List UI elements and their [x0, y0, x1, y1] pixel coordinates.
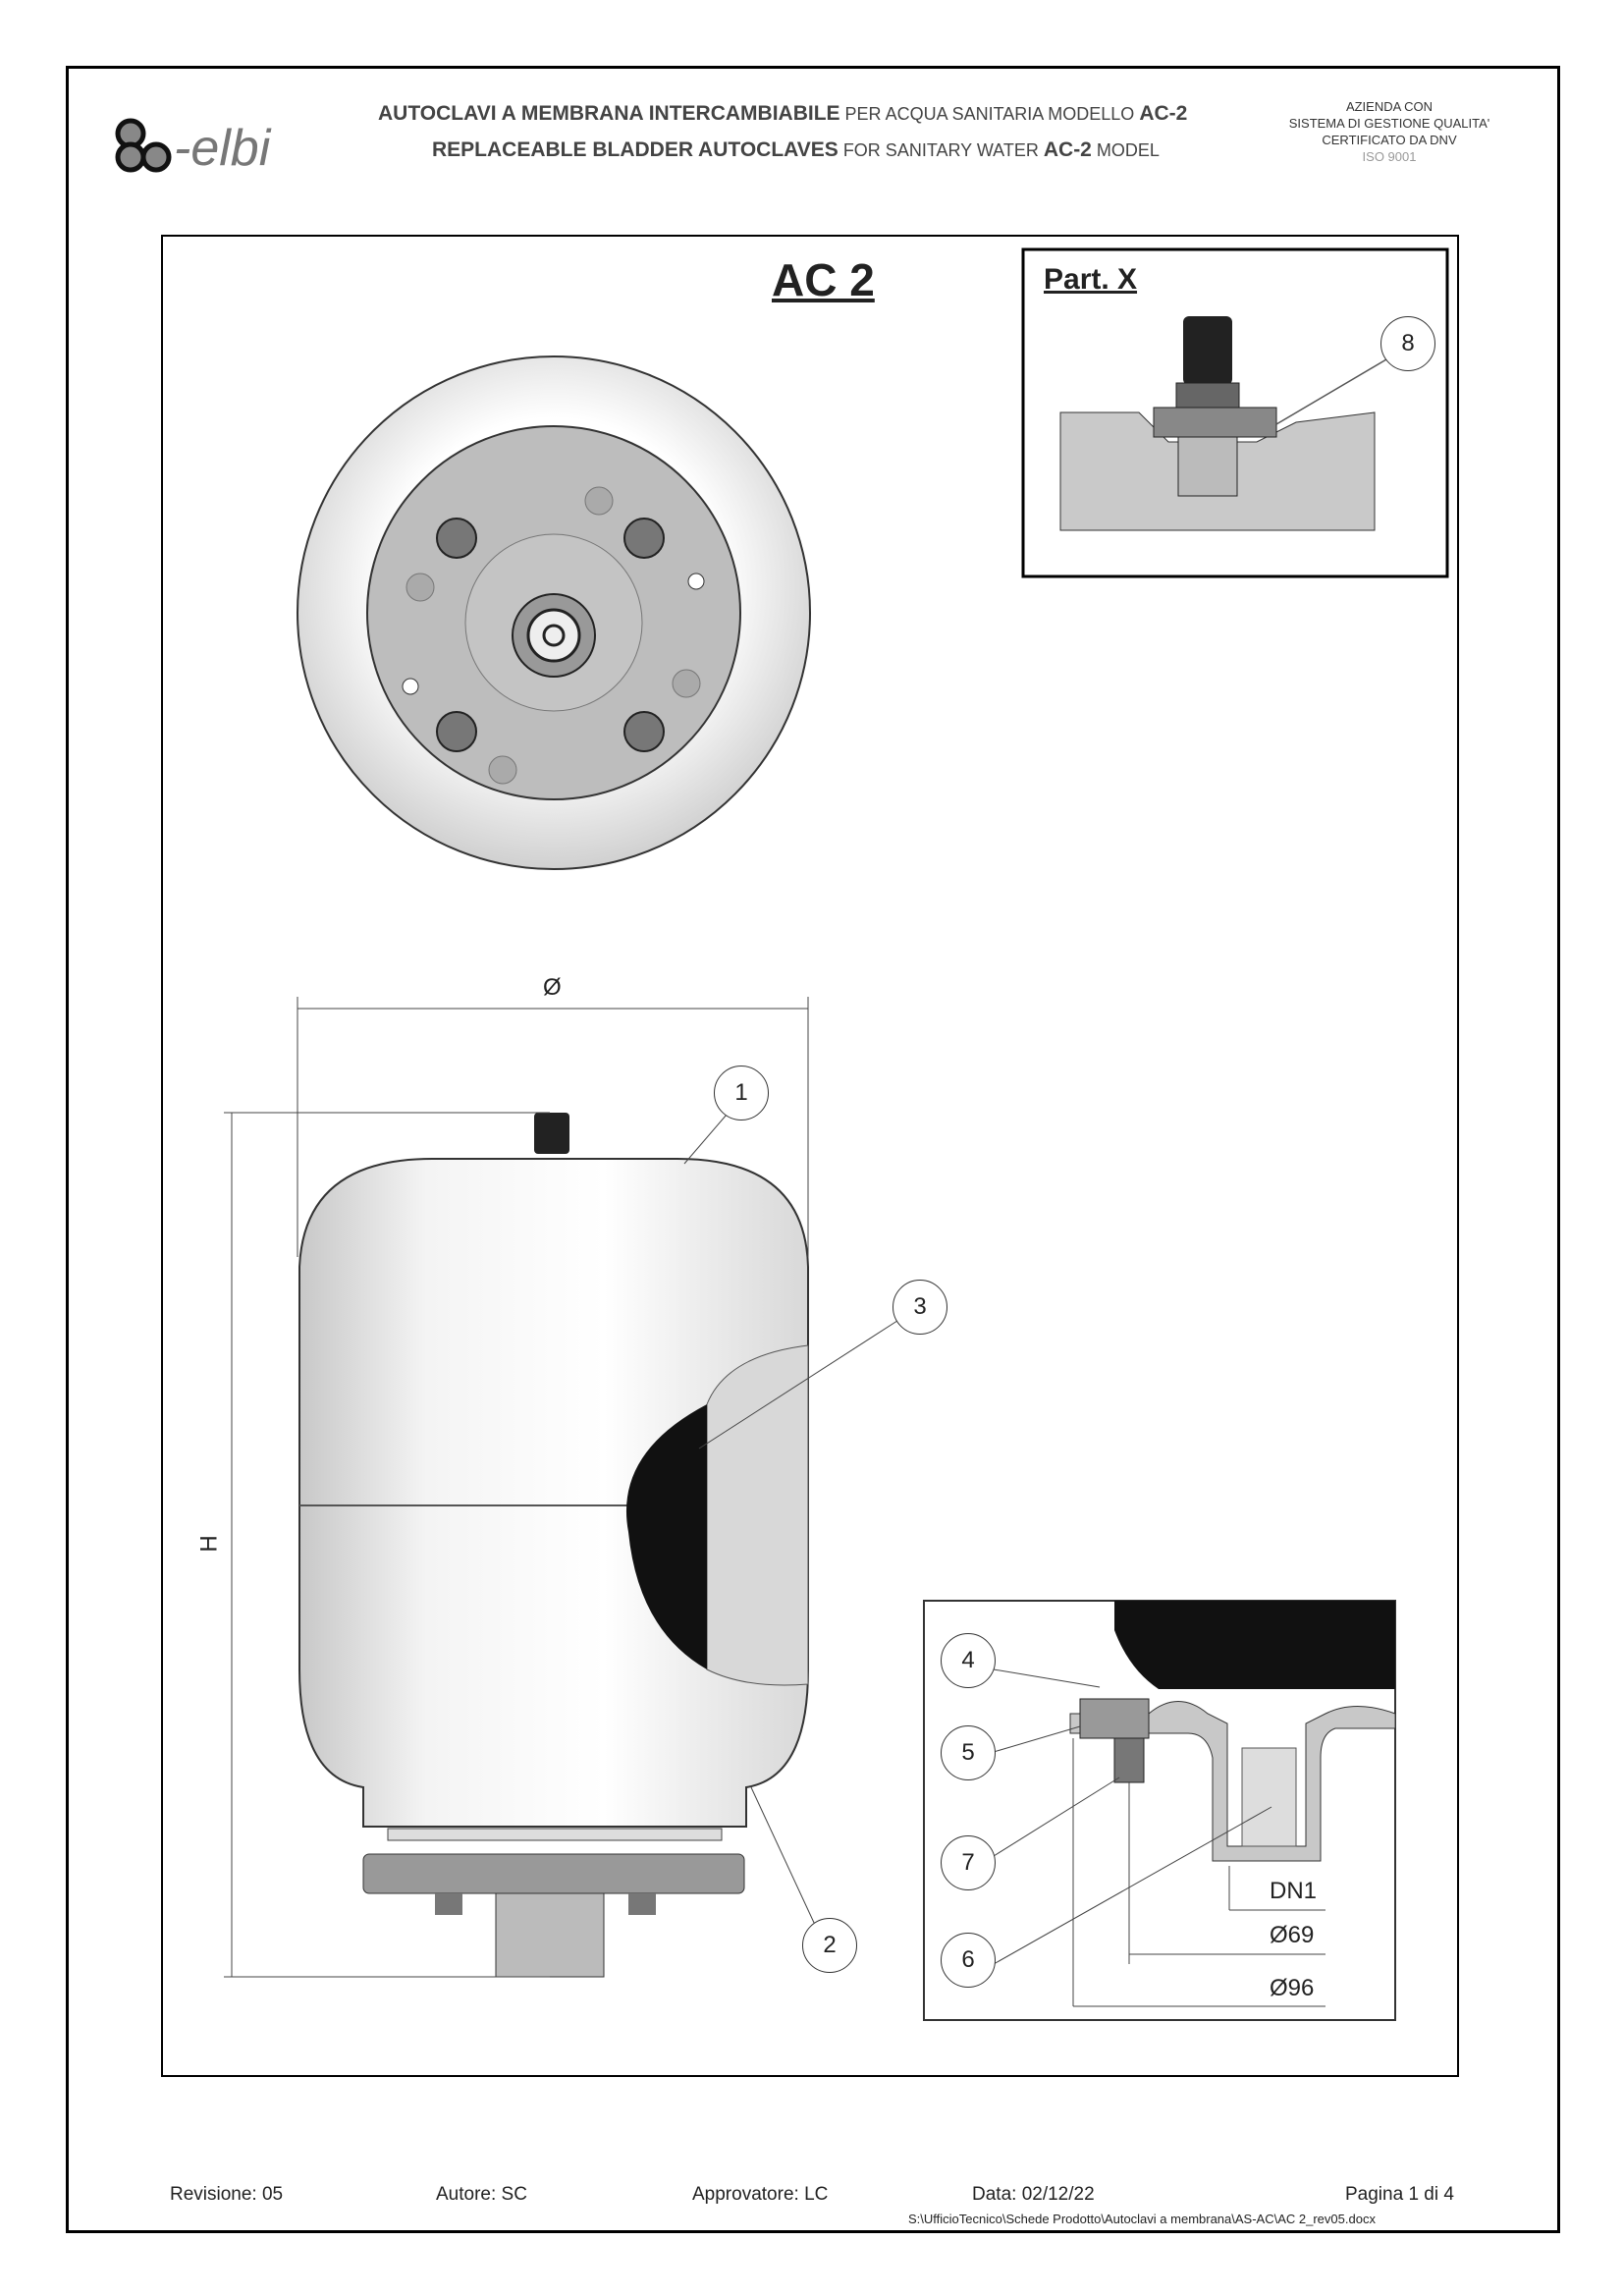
drawing-frame: [161, 235, 1459, 2077]
callout-6: 6: [941, 1933, 996, 1988]
footer-page: Pagina 1 di 4: [1345, 2184, 1454, 2205]
detail-title: Part. X: [1044, 263, 1138, 296]
footer-author: Autore: SC: [436, 2184, 527, 2205]
callout-1: 1: [714, 1066, 769, 1121]
cert-line: CERTIFICATO DA DNV: [1322, 133, 1457, 147]
title-english: REPLACEABLE BLADDER AUTOCLAVES FOR SANIT…: [432, 138, 1160, 162]
title-italian: AUTOCLAVI A MEMBRANA INTERCAMBIABILE PER…: [378, 102, 1187, 126]
callout-2: 2: [802, 1918, 857, 1973]
top-view: [297, 355, 811, 870]
footer-date: Data: 02/12/22: [972, 2184, 1095, 2205]
title-en-model: AC-2: [1043, 138, 1092, 161]
title-it-model: AC-2: [1139, 102, 1188, 125]
vessel-side-view: [298, 1113, 809, 1978]
valve-detail: [1059, 316, 1387, 531]
footer-file-path: S:\UfficioTecnico\Schede Prodotto\Autocl…: [908, 2212, 1376, 2226]
footer-approver: Approvatore: LC: [692, 2184, 829, 2205]
title-it-main: AUTOCLAVI A MEMBRANA INTERCAMBIABILE: [378, 102, 840, 125]
connection-detail: [1069, 1601, 1396, 1862]
dimension-height: H: [195, 1535, 223, 1553]
dimension-lines: [224, 997, 901, 1978]
title-it-rest: PER ACQUA SANITARIA MODELLO: [844, 104, 1135, 124]
dimension-d69: Ø69: [1270, 1922, 1315, 1948]
page-frame: [66, 66, 1560, 2233]
dimension-dn1: DN1: [1270, 1878, 1318, 1904]
callout-8: 8: [1380, 316, 1435, 371]
drawing-title: AC 2: [772, 254, 875, 305]
elbi-logo: -elbi: [115, 118, 272, 177]
dimension-diameter: Ø: [543, 974, 562, 1001]
cert-line: SISTEMA DI GESTIONE QUALITA': [1288, 116, 1490, 131]
callout-4: 4: [941, 1633, 996, 1688]
svg-text:-elbi: -elbi: [174, 120, 272, 177]
callout-3: 3: [893, 1280, 947, 1335]
title-en-end: MODEL: [1096, 140, 1160, 160]
certification-block: AZIENDA CON SISTEMA DI GESTIONE QUALITA'…: [1271, 98, 1507, 165]
cert-line: AZIENDA CON: [1345, 99, 1434, 114]
callout-7: 7: [941, 1835, 996, 1890]
title-en-rest: FOR SANITARY WATER: [842, 140, 1039, 160]
callout-5: 5: [941, 1725, 996, 1780]
footer-revision: Revisione: 05: [170, 2184, 284, 2205]
dimension-d96: Ø96: [1270, 1975, 1315, 2001]
cert-iso: ISO 9001: [1362, 149, 1417, 164]
title-en-main: REPLACEABLE BLADDER AUTOCLAVES: [432, 138, 839, 161]
